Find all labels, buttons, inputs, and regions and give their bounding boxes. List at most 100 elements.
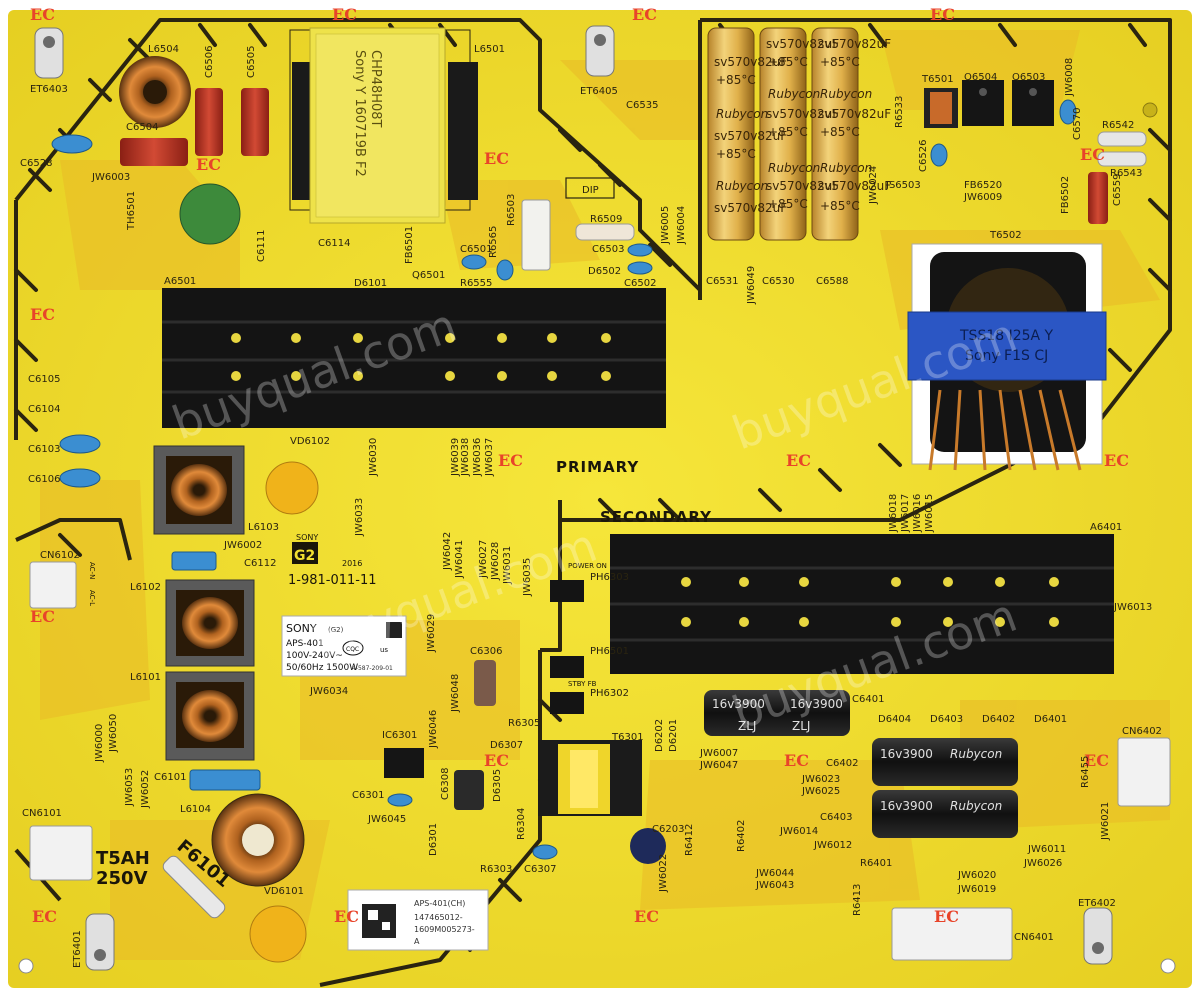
silkscreen-text: C6530 (762, 276, 794, 287)
silkscreen-text: sv570v82uF (714, 201, 787, 215)
black-electrolytic-caps (704, 690, 1018, 838)
silkscreen-text: L6102 (130, 582, 161, 593)
small-electrolytics (454, 660, 666, 864)
silkscreen-text: JW6047 (699, 760, 738, 771)
silkscreen-text: Rubycon (768, 87, 820, 101)
silkscreen-text: SONY (296, 533, 318, 542)
silkscreen-text: C6203 (652, 824, 684, 835)
silkscreen-text: EC (632, 5, 657, 24)
silkscreen-text: R6565 (488, 226, 499, 258)
silkscreen-text: R6503 (506, 194, 517, 226)
fuse-rating-2: 250V (96, 868, 148, 889)
blue-ceramic-caps (51, 99, 1077, 860)
g2-mark: G2 (294, 548, 315, 564)
label-part: 4-587-209-01 (352, 665, 393, 672)
silkscreen-text: PH6302 (590, 688, 629, 699)
t6502-label-2: Sony F1S CJ (965, 348, 1048, 364)
silkscreen-text: D6401 (1034, 714, 1067, 725)
primary-label: PRIMARY (556, 458, 639, 476)
silkscreen-text: sv570v82uF (766, 179, 839, 193)
silkscreen-text: JW6012 (813, 840, 852, 851)
silkscreen-text: R6533 (894, 96, 905, 128)
product-label: SONY (G2) APS-401 100V-240V~ 50/60Hz 150… (281, 615, 407, 677)
silkscreen-text: R6542 (1102, 120, 1134, 131)
label-cqc-icon (342, 640, 364, 656)
barcode-line-2: 147465012- (414, 913, 463, 922)
silkscreen-text: C6505 (246, 46, 257, 78)
silkscreen-text: C6504 (126, 122, 158, 133)
silkscreen-text: JW6028 (490, 542, 501, 581)
silkscreen-text: D6307 (490, 740, 523, 751)
silkscreen-text: C6535 (626, 100, 658, 111)
silkscreen-text: R6303 (480, 864, 512, 875)
silkscreen-text: D6202 (654, 719, 665, 752)
barcode-label: APS-401(CH) 147465012- 1609M005273- A (347, 889, 489, 951)
silkscreen-text: EC (634, 907, 659, 926)
silkscreen-text: FB6501 (404, 226, 415, 264)
varistors (249, 461, 319, 963)
silkscreen-text: ET6403 (30, 84, 68, 95)
label-g2: (G2) (328, 626, 344, 634)
reference-designators: ET6403 ET6405 ET6401 ET6402 L6504 C6506 … (20, 44, 1162, 968)
silkscreen-text: C6307 (524, 864, 556, 875)
ec-marks: EC EC EC EC EC EC EC EC EC EC EC EC EC E… (30, 5, 1129, 926)
silkscreen-text: JW6049 (746, 266, 757, 305)
silkscreen-text: JW6046 (428, 710, 439, 749)
silkscreen-text: sv570v82uF (766, 37, 839, 51)
silkscreen-text: Q6501 (412, 270, 445, 281)
silkscreen-text: JW6035 (522, 558, 533, 597)
heatsink-a6401 (610, 534, 1114, 674)
barcode-line-3: 1609M005273- (414, 925, 475, 934)
cap-3-text: sv570v82uF +85°C Rubycon sv570v82uF +85°… (818, 37, 891, 213)
silkscreen-text: JW6031 (502, 546, 513, 585)
cap-2-text: sv570v82uF +85°C Rubycon sv570v82uF +85°… (766, 37, 839, 211)
silkscreen-text: JW6024 (868, 166, 879, 205)
label-qr-icon (386, 622, 402, 638)
silkscreen-text: JW6050 (108, 714, 119, 753)
silkscreen-text: JW6017 (900, 494, 911, 533)
silkscreen-text: Rubycon (950, 799, 1002, 813)
silkscreen-text: PH6303 (590, 572, 629, 583)
silkscreen-text: C6531 (706, 276, 738, 287)
silkscreen-text: JW6002 (223, 540, 262, 551)
silkscreen-text: C6301 (352, 790, 384, 801)
silkscreen-text: JW6014 (779, 826, 818, 837)
silkscreen-text: A6501 (164, 276, 196, 287)
silkscreen-text: C6402 (826, 758, 858, 769)
silkscreen-text: JW6033 (354, 498, 365, 537)
common-mode-chokes (153, 445, 255, 761)
silkscreen-text: EC (484, 149, 509, 168)
connectors (29, 561, 1171, 961)
silkscreen-text: D6101 (354, 278, 387, 289)
black-cap-text: 16v3900 16v3900 ZLJ ZLJ 16v3900 Rubycon … (712, 697, 1002, 813)
silkscreen-text: JW6037 (484, 438, 495, 477)
barcode-qr-icon (362, 904, 396, 938)
silkscreen-text: C6526 (918, 140, 929, 172)
silkscreen-text: JW6021 (1100, 802, 1111, 841)
silkscreen-text: EC (1104, 451, 1129, 470)
silkscreen-text: STBY FB (568, 680, 597, 688)
silkscreen-text: C6588 (816, 276, 848, 287)
silkscreen-text: C6570 (1072, 108, 1083, 140)
mounting-tabs (18, 25, 1176, 974)
silkscreen-text: JW6000 (94, 724, 105, 763)
silkscreen-text: C6114 (318, 238, 350, 249)
silkscreen-text: 16v3900 (880, 747, 933, 761)
small-transformer-t6501 (924, 88, 958, 128)
silkscreen-text: JW6038 (460, 438, 471, 477)
silkscreen-text: JW6019 (957, 884, 996, 895)
silkscreen-text: Rubycon (820, 87, 872, 101)
silkscreen-text: JW6020 (957, 870, 996, 881)
silkscreen-text: EC (30, 5, 55, 24)
power-resistors (521, 131, 1147, 271)
silkscreen-text: L6504 (148, 44, 179, 55)
silkscreen-text: JW6030 (368, 438, 379, 477)
silkscreen-text: C6506 (204, 46, 215, 78)
transformer-label-2: Sony Y 160719B F2 (352, 50, 367, 177)
silkscreen-text: R6509 (590, 214, 622, 225)
silkscreen-text: Rubycon (716, 107, 768, 121)
silkscreen-text: JW6008 (1064, 58, 1075, 97)
silkscreen-text: JW6036 (472, 438, 483, 477)
silkscreen-text: +85°C (768, 197, 808, 211)
